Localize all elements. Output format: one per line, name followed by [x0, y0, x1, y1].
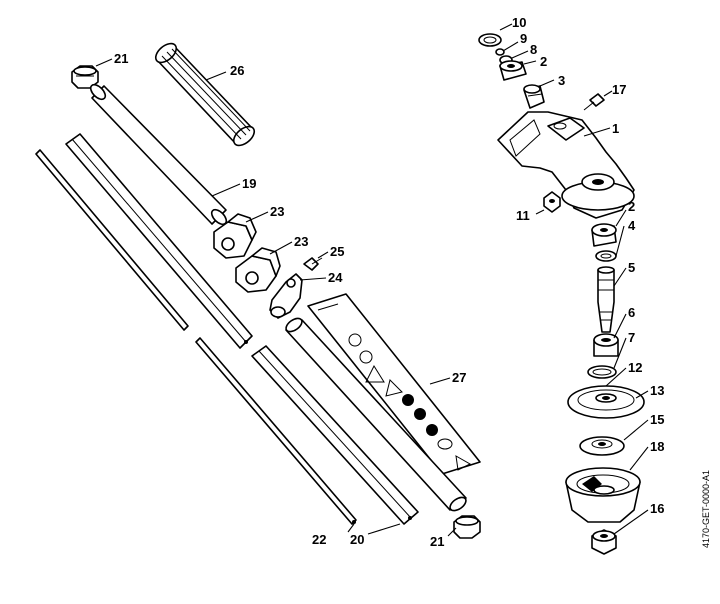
callout-2-lower: 2: [628, 199, 635, 214]
callout-7: 7: [628, 330, 635, 345]
callout-18: 18: [650, 439, 664, 454]
part-10-circlip: [478, 33, 502, 47]
callout-6: 6: [628, 305, 635, 320]
image-code: 4170-GET-0000-A1: [701, 470, 711, 548]
callout-16: 16: [650, 501, 664, 516]
part-26-ribbed-sleeve: [154, 42, 256, 147]
part-9-washer: [495, 48, 505, 56]
part-18-cup: [565, 467, 641, 523]
part-13-thrust-plate: [567, 385, 645, 419]
callout-13: 13: [650, 383, 664, 398]
part-3-bevel-gear: [523, 84, 545, 109]
part-1-gear-housing: [497, 111, 635, 219]
callout-3: 3: [558, 73, 565, 88]
callout-22: 22: [312, 532, 326, 547]
part-2-bearing-lower: [591, 223, 617, 247]
part-2-bearing-upper: [499, 60, 527, 81]
callout-21-top: 21: [114, 51, 128, 66]
part-22-drive-shaft: [35, 149, 357, 525]
part-21-top-bushing: [71, 65, 99, 89]
part-16-nut: [591, 529, 617, 555]
callout-1: 1: [612, 121, 619, 136]
part-7-snap-ring: [587, 365, 617, 379]
callout-12: 12: [628, 360, 642, 375]
callout-4: 4: [628, 218, 636, 233]
part-27-tube: [285, 317, 467, 512]
part-20-shaft-liner: [65, 133, 419, 525]
part-6-bearing: [593, 333, 619, 357]
part-23-clamp-lower: [235, 247, 281, 293]
callout-24: 24: [328, 270, 343, 285]
callout-2-upper: 2: [540, 54, 547, 69]
part-27-decal: [307, 293, 481, 475]
callout-25: 25: [330, 244, 344, 259]
callout-20: 20: [350, 532, 364, 547]
callout-10: 10: [512, 15, 526, 30]
part-23-clamp-upper: [213, 213, 257, 259]
callout-17: 17: [612, 82, 626, 97]
callout-5: 5: [628, 260, 635, 275]
part-5-spindle: [597, 266, 615, 333]
callout-21-bottom: 21: [430, 534, 444, 549]
part-4-ring: [595, 250, 617, 262]
callout-23-lower: 23: [294, 234, 308, 249]
callout-11: 11: [516, 208, 530, 223]
callout-26: 26: [230, 63, 244, 78]
leader-lines: [95, 23, 649, 537]
callout-27: 27: [452, 370, 466, 385]
callout-9: 9: [520, 31, 527, 46]
callout-15: 15: [650, 412, 664, 427]
part-11-screw: [543, 191, 561, 213]
callout-23-upper: 23: [270, 204, 284, 219]
callout-19: 19: [242, 176, 256, 191]
callout-labels: 10 9 8 2 3 17 1 11 2 4 5 6 7 12 13 15 18…: [114, 15, 664, 549]
callout-8: 8: [530, 42, 537, 57]
part-19-tube: [89, 83, 228, 226]
part-21-bottom-bushing: [453, 515, 481, 539]
part-15-washer: [579, 436, 625, 456]
part-17-screw: [583, 93, 605, 111]
part-25-screw: [303, 257, 323, 271]
part-24-bracket: [269, 273, 303, 319]
